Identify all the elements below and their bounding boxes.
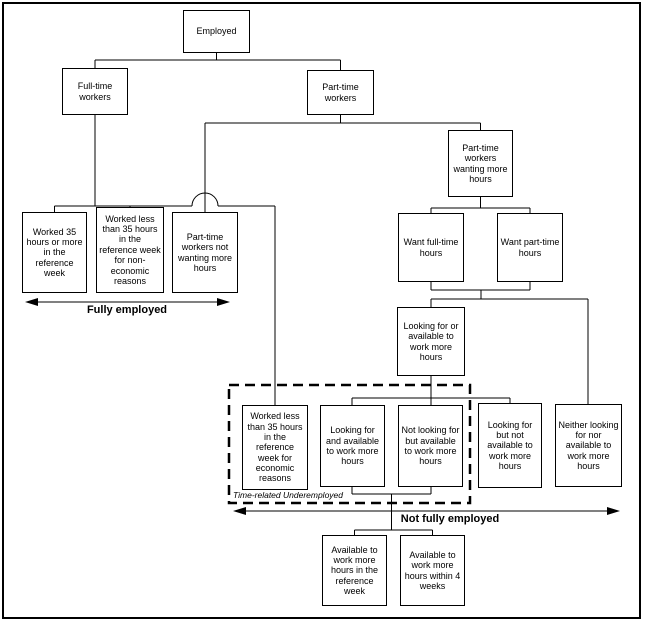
node-looking-or-available: Looking for or available to work more ho… bbox=[397, 307, 465, 376]
node-neither-looking-nor-available: Neither looking for nor available to wor… bbox=[555, 404, 622, 487]
node-employed: Employed bbox=[183, 10, 250, 53]
underemployed-dashed-region bbox=[227, 383, 472, 505]
node-available-within-4-weeks: Available to work more hours within 4 we… bbox=[400, 535, 465, 606]
node-want-part-time-hours: Want part-time hours bbox=[497, 213, 563, 282]
node-part-time-workers: Part-time workers bbox=[307, 70, 374, 115]
node-looking-and-available: Looking for and available to work more h… bbox=[320, 405, 385, 487]
node-worked-less-economic: Worked less than 35 hours in the referen… bbox=[242, 405, 308, 490]
node-available-reference-week: Available to work more hours in the refe… bbox=[322, 535, 387, 606]
fully-employed-label: Fully employed bbox=[86, 304, 168, 316]
node-looking-but-not-available: Looking for but not available to work mo… bbox=[478, 403, 542, 488]
node-want-full-time-hours: Want full-time hours bbox=[398, 213, 464, 282]
node-part-time-workers-not-wanting: Part-time workers not wanting more hours bbox=[172, 212, 238, 293]
time-related-underemployed-label: Time-related Underemployed bbox=[233, 490, 344, 500]
outer-frame bbox=[2, 2, 641, 619]
node-full-time-workers: Full-time workers bbox=[62, 68, 128, 115]
node-not-looking-but-available: Not looking for but available to work mo… bbox=[398, 405, 463, 487]
arrowheads bbox=[25, 298, 620, 515]
node-worked-35-hours-or-more: Worked 35 hours or more in the reference… bbox=[22, 212, 87, 293]
not-fully-employed-label: Not fully employed bbox=[400, 513, 500, 525]
node-worked-less-non-economic: Worked less than 35 hours in the referen… bbox=[96, 207, 164, 293]
node-part-time-workers-wanting-more-hours: Part-time workers wanting more hours bbox=[448, 130, 513, 197]
